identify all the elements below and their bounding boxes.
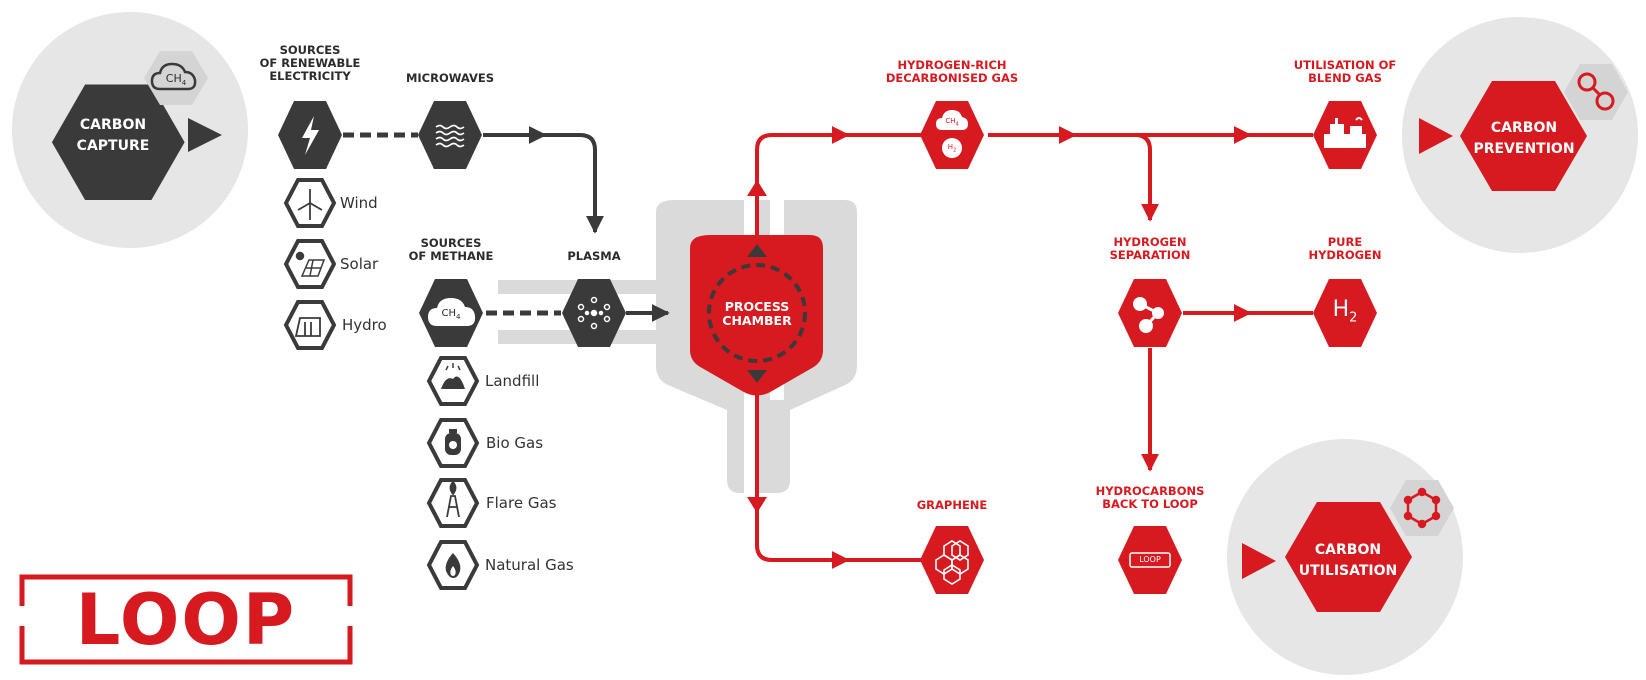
hexagon-ring-icon — [1403, 487, 1441, 529]
separation-hex — [1118, 279, 1182, 347]
carbon-prevention-arrow — [1419, 118, 1453, 154]
hydro-hex — [283, 300, 337, 350]
carbon-capture-cloud-icon — [150, 62, 197, 91]
chamber-bottom-arrow — [747, 497, 767, 513]
carbon-capture-arrow — [188, 118, 222, 152]
methane-cloud-icon — [428, 298, 476, 326]
microwaves-down-line — [545, 133, 604, 234]
waves-icon — [435, 124, 465, 148]
gas-cylinder-icon — [445, 429, 461, 455]
flaregas-hex — [426, 478, 480, 528]
plasma-dots-icon — [577, 296, 611, 330]
carbon-utilisation-badge — [1390, 480, 1454, 536]
lightning-bolt-icon — [302, 116, 319, 155]
chamber-down-line — [755, 385, 850, 569]
h2-molecule-icon — [1577, 72, 1615, 111]
carbon-capture-badge — [144, 51, 208, 105]
microwaves-hex — [418, 101, 482, 169]
carbon-prevention-hex — [1460, 81, 1587, 191]
dam-icon — [294, 317, 321, 337]
molecule-icon — [1133, 297, 1164, 333]
ch4-h2-icon — [936, 110, 968, 158]
solar-panel-icon — [295, 251, 326, 277]
loop-logo — [14, 574, 358, 665]
solar-hex — [283, 239, 337, 289]
pure-hydrogen-hex — [1313, 279, 1377, 347]
carbon-capture-hex — [51, 84, 185, 201]
decarb-gas-hex — [920, 101, 984, 169]
landfill-icon — [441, 363, 465, 389]
flare-tower-icon — [446, 480, 460, 518]
graphene-lattice-icon — [935, 540, 969, 585]
to-separation-line — [1134, 133, 1159, 222]
flame-icon — [445, 553, 461, 578]
generator-icon — [1324, 117, 1366, 148]
chamber-up-line — [755, 126, 850, 242]
process-chamber — [690, 235, 823, 396]
chamber-top-arrow — [747, 180, 767, 196]
hydrocarbons-hex — [1118, 526, 1182, 594]
carbon-utilisation-arrow — [1242, 543, 1276, 579]
carbon-utilisation-hex — [1285, 502, 1412, 612]
wind-turbine-icon — [297, 189, 323, 220]
loop-logo-icon — [1129, 552, 1171, 568]
